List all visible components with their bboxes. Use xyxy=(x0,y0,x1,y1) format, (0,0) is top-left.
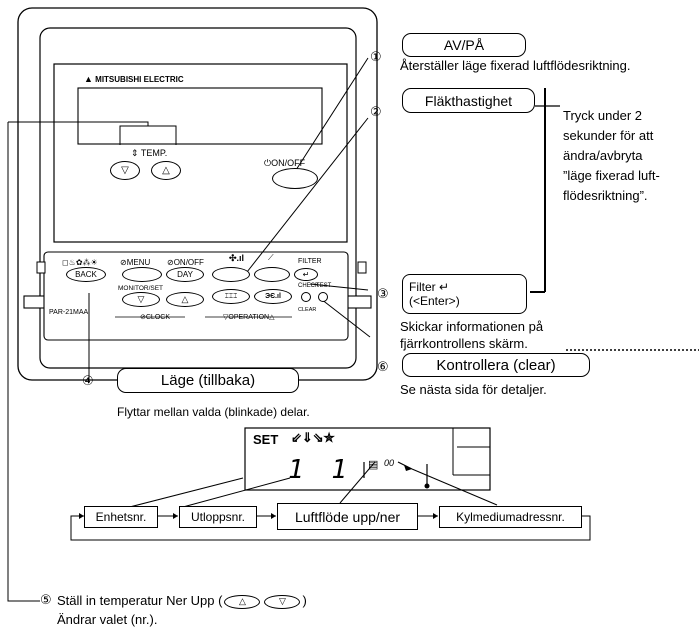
fan-speed-button[interactable] xyxy=(212,267,250,282)
callout-5-number: ⑤ xyxy=(40,593,52,608)
side-note-line: ändra/avbryta xyxy=(563,148,643,163)
monitor-set-button[interactable]: ▽ xyxy=(122,292,160,307)
flow-box-refrigerant-address: Kylmediumadressnr. xyxy=(439,506,582,528)
up-button-icon: △ xyxy=(224,594,261,609)
temp-label: ⇕ TEMP. xyxy=(131,148,168,158)
side-note-line: sekunder för att xyxy=(563,128,654,143)
callout-3-desc-line2: fjärrkontrollens skärm. xyxy=(400,336,528,351)
up-arrow-icon: △ xyxy=(181,294,189,304)
lcd-window xyxy=(77,87,323,145)
callout-6-desc: Se nästa sida för detaljer. xyxy=(400,382,547,397)
fan-icon: ✣.ıl xyxy=(229,253,245,263)
callout-3-label-line1: Filter ↵ xyxy=(409,280,450,294)
callout-3-label-line2: (<Enter>) xyxy=(409,294,460,308)
callout-3-number: ③ xyxy=(377,287,389,302)
side-note-line: Tryck under 2 xyxy=(563,108,642,123)
louver-icon: ⟋ xyxy=(268,253,274,262)
callout-4-number: ④ xyxy=(82,374,94,389)
model-label: PAR-21MAA xyxy=(49,309,89,316)
display-unit-digits: 1 1 xyxy=(288,455,353,485)
display-small-digits: 00 xyxy=(384,458,395,468)
callout-2-number: ② xyxy=(370,105,382,120)
flow-box-airflow-updown: Luftflöde upp/ner xyxy=(277,503,418,530)
clock-up-button[interactable]: △ xyxy=(166,292,204,307)
callout-5-desc: Ändrar valet (nr.). xyxy=(57,612,158,627)
callout-3-desc: Skickar informationen på fjärrkontrollen… xyxy=(400,318,543,352)
vane-button[interactable]: ⌶⌶⌶ xyxy=(212,289,250,304)
callout-3-label: Filter ↵ (<Enter>) xyxy=(402,274,527,314)
down-arrow-icon: ▽ xyxy=(121,165,129,176)
flow-box-outlet-number: Utloppsnr. xyxy=(179,506,257,528)
onoff-label: ⏻ON/OFF xyxy=(264,158,306,168)
test-label: TEST xyxy=(316,283,332,289)
test-button[interactable] xyxy=(318,292,328,302)
clock-label-text: CLOCK xyxy=(145,314,170,321)
louver-button[interactable] xyxy=(254,267,290,282)
check-label: CHECK xyxy=(298,283,320,289)
side-note-line: flödesriktning”. xyxy=(563,188,648,203)
brand-text: MITSUBISHI ELECTRIC xyxy=(95,75,184,84)
callout-6-number: ⑥ xyxy=(377,360,389,375)
callout-5-text-label: Ställ in temperatur Ner Upp ( xyxy=(57,593,223,608)
down-button-icon: ▽ xyxy=(264,594,301,609)
check-clear-button[interactable] xyxy=(301,292,311,302)
callout-1-number: ① xyxy=(370,50,382,65)
display-set-label: SET xyxy=(253,432,279,447)
callout-1-desc: Återställer läge fixerad luftflödesriktn… xyxy=(400,58,631,73)
operation-label: ▽OPERATION△ xyxy=(223,314,275,321)
onoff-small-label: ⊘ON/OFF xyxy=(167,258,204,267)
ventilation-button[interactable]: ЭЄ.ıl xyxy=(254,289,292,304)
mode-icons: ◻♨✿⁂☀ xyxy=(62,258,98,267)
menu-button[interactable] xyxy=(122,267,162,282)
operation-label-text: OPERATION xyxy=(228,314,270,321)
side-note: Tryck under 2 sekunder för att ändra/avb… xyxy=(563,106,660,206)
callout-6-label: Kontrollera (clear) xyxy=(402,353,590,377)
temp-down-button[interactable]: ▽ xyxy=(110,161,140,180)
onoff-label-text: ON/OFF xyxy=(271,158,306,168)
callout-4-label: Läge (tillbaka) xyxy=(117,368,299,393)
up-arrow-icon: △ xyxy=(162,165,170,176)
down-arrow-icon: ▽ xyxy=(137,294,145,304)
onoff-button[interactable] xyxy=(272,168,318,189)
display-filter-icon: ▤ xyxy=(368,459,379,471)
callout-5-text: Ställ in temperatur Ner Upp ( △ ▽) xyxy=(57,593,307,609)
down-arrow-icon: ▽ xyxy=(278,596,286,607)
callout-3-desc-line1: Skickar informationen på xyxy=(400,319,544,334)
callout-5-close: ) xyxy=(302,593,307,608)
callout-1-label: AV/PÅ xyxy=(402,33,526,57)
brand-logo: ▲ MITSUBISHI ELECTRIC xyxy=(84,74,184,84)
back-button[interactable]: BACK xyxy=(66,267,106,282)
up-arrow-icon: △ xyxy=(238,596,246,607)
day-button[interactable]: DAY xyxy=(166,267,204,282)
filter-enter-button[interactable]: ↵ xyxy=(294,268,318,281)
lcd-display-panel xyxy=(244,427,491,491)
menu-label: ⊘MENU xyxy=(120,258,151,267)
onoff-small-label-text: ON/OFF xyxy=(173,258,204,267)
temp-up-button[interactable]: △ xyxy=(151,161,181,180)
callout-2-label: Fläkthastighet xyxy=(402,88,535,113)
flow-box-unit-number: Enhetsnr. xyxy=(84,506,158,528)
side-note-line: ”läge fixerad luft- xyxy=(563,168,660,183)
back-button-label: BACK xyxy=(75,270,97,279)
menu-label-text: MENU xyxy=(126,258,151,267)
monitor-label: MONITOR/SET xyxy=(118,285,164,292)
mitsubishi-logo-icon: ▲ xyxy=(84,74,93,84)
callout-4-desc: Flyttar mellan valda (blinkade) delar. xyxy=(117,405,310,419)
airflow-direction-icon: ⇙⇓⇘✮ xyxy=(291,430,335,445)
temp-label-text: TEMP. xyxy=(140,148,168,158)
clock-label: ⊘CLOCK xyxy=(140,314,170,321)
clear-label: CLEAR xyxy=(298,307,317,313)
day-button-label: DAY xyxy=(177,270,193,279)
filter-label: FILTER xyxy=(298,258,322,265)
